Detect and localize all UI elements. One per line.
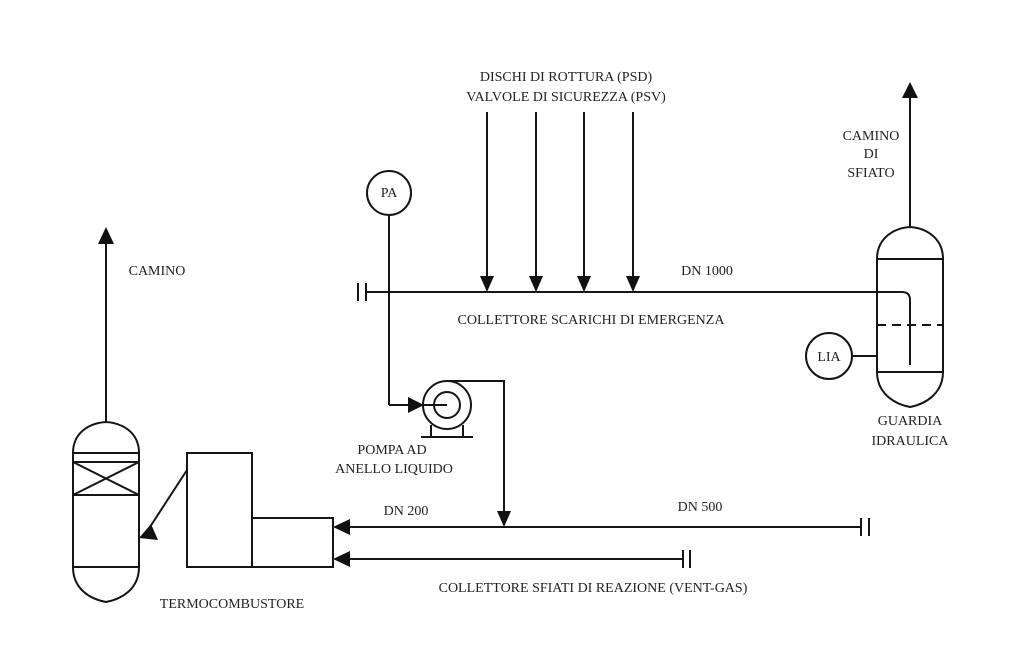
- arrow-up-icon: [902, 82, 918, 98]
- vent-stack-label-line1: CAMINO: [843, 129, 900, 144]
- vent-gas-header-label: COLLETTORE SFIATI DI REAZIONE (VENT-GAS): [439, 581, 748, 596]
- thermal-oxidizer: TERMOCOMBUSTORE: [139, 452, 334, 612]
- pump-label-line1: POMPA AD: [357, 443, 426, 458]
- liquid-ring-pump: POMPA AD ANELLO LIQUIDO: [335, 380, 511, 527]
- emergency-header: DN 1000 COLLETTORE SCARICHI DI EMERGENZA: [357, 264, 911, 365]
- packing-bed-icon: [72, 461, 140, 496]
- relief-inlet-3: [577, 112, 591, 292]
- arrow-down-icon: [529, 276, 543, 292]
- vacuum-header: DN 200 DN 500: [333, 500, 870, 536]
- hydraulic-guard: CAMINO DI SFIATO LIA GUARDIA IDRAULICA: [805, 82, 950, 449]
- scrubber-column: CAMINO: [72, 227, 186, 604]
- dn1000-label: DN 1000: [681, 264, 733, 279]
- header-pipe: [366, 291, 911, 365]
- arrow-down-icon: [626, 276, 640, 292]
- relief-inlet-1: [480, 112, 494, 292]
- vent-gas-header: COLLETTORE SFIATI DI REAZIONE (VENT-GAS): [333, 550, 748, 596]
- lia-label: LIA: [817, 350, 841, 365]
- arrow-down-icon: [497, 511, 511, 527]
- arrow-left-icon: [333, 519, 350, 535]
- arrow-down-icon: [480, 276, 494, 292]
- arrow-icon: [139, 524, 158, 540]
- dn200-label: DN 200: [384, 504, 429, 519]
- hydraulic-guard-label-line1: GUARDIA: [878, 414, 943, 429]
- burner-section: [251, 517, 334, 568]
- arrow-down-icon: [577, 276, 591, 292]
- psv-label: VALVOLE DI SICUREZZA (PSV): [466, 90, 666, 105]
- flue-gas-line: [147, 469, 188, 531]
- vessel-top-head: [72, 420, 140, 454]
- pa-instrument: PA: [366, 170, 412, 405]
- pump-label-line2: ANELLO LIQUIDO: [335, 462, 453, 477]
- pump-discharge-line: [447, 380, 505, 514]
- vent-stack-label-line2: DI: [864, 147, 879, 162]
- arrow-left-icon: [333, 551, 350, 567]
- thermal-oxidizer-label: TERMOCOMBUSTORE: [160, 597, 304, 612]
- vessel-bottom-head: [876, 371, 944, 409]
- relief-inlets: DISCHI DI ROTTURA (PSD) VALVOLE DI SICUR…: [466, 70, 666, 292]
- vessel-bottom-head: [72, 566, 140, 604]
- arrow-up-icon: [98, 227, 114, 244]
- vent-stack-label-line3: SFIATO: [847, 166, 894, 181]
- hydraulic-guard-label-line2: IDRAULICA: [872, 434, 950, 449]
- emergency-header-label: COLLETTORE SCARICHI DI EMERGENZA: [458, 313, 726, 328]
- arrow-right-icon: [408, 397, 424, 413]
- stack-label: CAMINO: [129, 264, 186, 279]
- pa-label: PA: [381, 186, 399, 201]
- psd-label: DISCHI DI ROTTURA (PSD): [480, 70, 653, 85]
- vessel-top-head: [876, 225, 944, 260]
- combustion-chamber: [186, 452, 253, 568]
- relief-inlet-2: [529, 112, 543, 292]
- dn500-label: DN 500: [678, 500, 723, 515]
- relief-inlet-4: [626, 112, 640, 292]
